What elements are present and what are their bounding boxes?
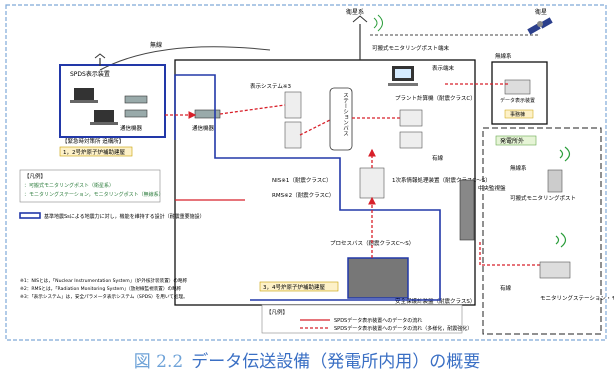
- display-terminal-label: 表示端末: [432, 64, 455, 72]
- spds-comm-label: 通信機器: [120, 124, 143, 132]
- comm-device-icon: [124, 95, 148, 104]
- legend-box-swatch: [19, 212, 41, 219]
- antenna-icon: [94, 53, 106, 66]
- wireless-link: [99, 46, 271, 71]
- seismic-boundary: [174, 74, 441, 301]
- monitoring-station-label: モニタリングステーション・モニタリングポスト: [540, 294, 614, 302]
- unit12-label: 1，2号炉原子炉補助建屋: [63, 148, 125, 156]
- outside-title-bg: [495, 135, 537, 146]
- radio-tower-icon: [352, 14, 383, 60]
- data-display-label: データ表示装置: [500, 97, 535, 104]
- outside-title: 発電所外: [500, 137, 524, 145]
- center-board-icon: [459, 179, 475, 241]
- note-1: ※1：NISとは，「Nuclear Instrumentation System…: [20, 277, 188, 284]
- station-bus: [329, 87, 353, 151]
- radio-tower-label: 衛星系: [346, 8, 364, 16]
- flow-legend-item-1: SPDSデータ表示装置へのデータの流れ: [334, 317, 422, 324]
- server-icon: [284, 121, 302, 149]
- legend-box: [19, 169, 161, 203]
- flow-arrow: [299, 119, 331, 136]
- satellite-label: 衛星: [535, 8, 547, 16]
- data-display-device: [504, 79, 531, 95]
- monitoring-station-icon: [539, 261, 571, 279]
- portable-post-icon: [547, 169, 563, 193]
- server-icon: [284, 91, 302, 119]
- signal-icon: [555, 232, 567, 248]
- safety-display-device: [347, 257, 409, 299]
- unit34-label: 3，4号炉原子炉補助建屋: [263, 283, 325, 291]
- nis-label: NIS※1（耐震クラスC）: [272, 176, 332, 184]
- flow-arrow: [479, 240, 560, 266]
- outside-area: [482, 127, 602, 335]
- legend-title: 【凡例】: [24, 172, 46, 180]
- office-label-bg: [504, 109, 534, 119]
- center-comm-device: [194, 109, 221, 119]
- note-3: ※3：「表示システム」は，安全パラメータ表示システム（SPDS）を用いて処理。: [20, 293, 188, 300]
- office-label: 事務棟: [510, 111, 525, 118]
- outside-wired-label: 有線: [500, 284, 512, 292]
- figure-frame: [5, 4, 607, 341]
- office-wireless-label: 無線系: [495, 52, 512, 60]
- center-comm-label: 通信機器: [192, 124, 215, 132]
- signal-icon: [559, 146, 571, 162]
- portable-monitor-label: 可搬式モニタリングポスト端末: [372, 44, 450, 52]
- satellite-icon: [527, 17, 553, 35]
- legend-item-2: ：モニタリングステーション，モニタリングポスト（無線系）: [24, 191, 164, 198]
- plant-computer-device: [399, 109, 423, 127]
- io-device-label: 1次系情報処理装置（耐震クラスC～S）: [392, 176, 491, 184]
- unit12-label-bg: [59, 146, 133, 157]
- figure-caption: 図 2.2 データ伝送設備（発電所内用）の概要: [0, 347, 614, 372]
- legend-box-note: 基準地震Ssによる地震力に対し，機能を維持する設計（耐震重要施設）: [44, 213, 205, 220]
- note-2: ※2：RMSとは，「Radiation Monitoring System」（放…: [20, 285, 182, 292]
- plant-computer-label: プラント計算機（耐震クラスC）: [395, 94, 476, 102]
- rms-label: RMS※2（耐震クラスC）: [272, 191, 334, 199]
- flow-legend-title: 【凡例】: [266, 308, 288, 316]
- legend-item-1: ：可搬式モニタリングポスト（衛星系）: [24, 182, 114, 189]
- safety-display-label: 安全保護計装盤（耐震クラスS）: [395, 297, 475, 305]
- wireless-label: 無線: [150, 41, 162, 49]
- flow-arrow: [219, 104, 286, 115]
- figure-number: 図 2.2: [133, 352, 184, 372]
- spds-room-box: [59, 64, 166, 138]
- flow-legend-box: [261, 304, 463, 334]
- monitor-pc-icon: [388, 66, 418, 86]
- plant-computer-device: [399, 131, 423, 149]
- display-system-label: 表示システム※3: [250, 82, 291, 90]
- wired-label-top: 有線: [432, 154, 444, 162]
- laptop-icon: [70, 88, 98, 103]
- center-board-label: 中央監視盤: [478, 184, 506, 192]
- office-building-box: [491, 61, 548, 125]
- spds-room-label: 【緊急時対策所 追構所】: [62, 137, 124, 145]
- figure-title: データ伝送設備（発電所内用）の概要: [191, 352, 481, 372]
- station-bus-label: ステーションバス: [342, 92, 349, 137]
- outside-musen-label: 無線系: [510, 164, 527, 172]
- io-device-icon: [359, 167, 385, 199]
- spds-title: SPDS表示装置: [70, 70, 110, 78]
- laptop-icon: [90, 110, 118, 125]
- comm-device-icon: [124, 109, 148, 118]
- flow-legend-item-2: SPDSデータ表示装置へのデータの流れ（多様化，耐震強化）: [334, 325, 472, 332]
- unit34-label-bg: [259, 281, 339, 292]
- portable-post-label: 可搬式モニタリングポスト: [510, 194, 576, 202]
